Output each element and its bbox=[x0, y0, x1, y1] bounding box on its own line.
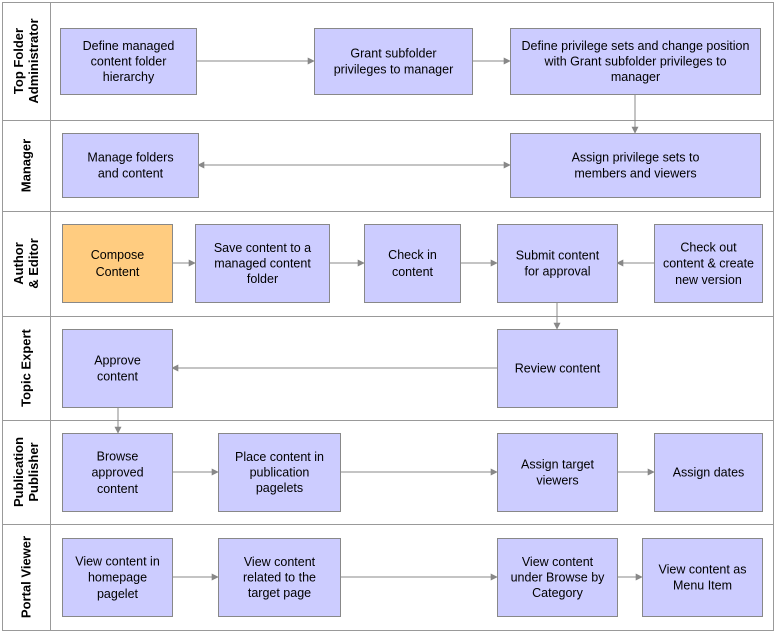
box-label-assign-privilege-sets: Assign privilege sets to bbox=[572, 151, 700, 165]
box-label-define-hierarchy: content folder bbox=[91, 55, 167, 69]
lane-label-author: Author bbox=[11, 242, 26, 285]
box-label-browse-approved: approved bbox=[91, 466, 143, 480]
box-label-assign-dates: Assign dates bbox=[673, 466, 745, 480]
box-label-view-homepage: homepage bbox=[88, 571, 147, 585]
lane-label-admin: Top Folder bbox=[11, 28, 26, 94]
lane-label-author: & Editor bbox=[26, 238, 41, 289]
box-label-compose-content: Compose bbox=[91, 248, 145, 262]
box-label-check-out: new version bbox=[675, 273, 742, 287]
box-label-define-hierarchy: Define managed bbox=[83, 39, 175, 53]
process-box-check-out: Check out content & create new version bbox=[654, 224, 763, 303]
box-label-grant-privileges: privileges to manager bbox=[334, 62, 454, 76]
box-label-view-related: target page bbox=[248, 586, 311, 600]
box-label-view-related: related to the bbox=[243, 571, 316, 585]
box-label-define-hierarchy: hierarchy bbox=[103, 70, 155, 84]
process-box-assign-dates: Assign dates bbox=[654, 433, 763, 512]
box-label-save-content: managed content bbox=[214, 257, 311, 271]
process-box-view-homepage: View content in homepage pagelet bbox=[62, 538, 173, 617]
box-label-check-out: Check out bbox=[680, 240, 737, 254]
box-label-manage-folders: and content bbox=[98, 166, 164, 180]
lane-label-publisher: Publisher bbox=[26, 442, 41, 501]
box-label-check-out: content & create bbox=[663, 257, 754, 271]
box-label-view-browse-category: View content bbox=[522, 555, 594, 569]
process-box-define-privilege-sets: Define privilege sets and change positio… bbox=[510, 28, 761, 95]
box-label-assign-privilege-sets: members and viewers bbox=[574, 166, 696, 180]
box-label-define-privilege-sets: with Grant subfolder privileges to bbox=[543, 55, 726, 69]
box-label-view-related: View content bbox=[244, 555, 316, 569]
box-label-compose-content: Content bbox=[96, 265, 140, 279]
box-label-view-homepage: View content in bbox=[75, 554, 160, 568]
lane-label-viewer: Portal Viewer bbox=[19, 536, 34, 618]
box-label-review-content: Review content bbox=[515, 362, 601, 376]
box-label-check-in: content bbox=[392, 265, 434, 279]
process-box-approve-content: Approve content bbox=[62, 329, 173, 408]
box-label-view-menu-item: View content as bbox=[658, 563, 746, 577]
box-label-save-content: folder bbox=[247, 272, 278, 286]
box-label-submit-approval: Submit content bbox=[516, 249, 600, 263]
box-label-place-content: Place content in bbox=[235, 450, 324, 464]
box-label-browse-approved: content bbox=[97, 482, 139, 496]
box-label-place-content: pagelets bbox=[256, 481, 303, 495]
box-label-assign-target-viewers: Assign target bbox=[521, 458, 594, 472]
process-box-browse-approved: Browse approved content bbox=[62, 433, 173, 512]
box-label-assign-target-viewers: viewers bbox=[536, 473, 578, 487]
box-label-grant-privileges: Grant subfolder bbox=[350, 47, 436, 61]
box-label-submit-approval: for approval bbox=[524, 264, 590, 278]
box-label-check-in: Check in bbox=[388, 248, 437, 262]
lane-label-publisher: Publication bbox=[11, 437, 26, 507]
box-label-place-content: publication bbox=[250, 466, 310, 480]
box-label-approve-content: Approve bbox=[94, 353, 141, 367]
box-label-view-homepage: pagelet bbox=[97, 587, 139, 601]
process-box-review-content: Review content bbox=[497, 329, 618, 408]
box-label-browse-approved: Browse bbox=[97, 449, 139, 463]
lane-label-expert: Topic Expert bbox=[19, 328, 34, 406]
box-label-manage-folders: Manage folders bbox=[87, 151, 173, 165]
box-label-view-browse-category: Category bbox=[532, 586, 583, 600]
lane-label-admin: Administrator bbox=[26, 18, 41, 103]
box-label-approve-content: content bbox=[97, 370, 139, 384]
box-label-define-privilege-sets: manager bbox=[611, 70, 660, 84]
box-label-save-content: Save content to a bbox=[214, 241, 311, 255]
box-label-view-browse-category: under Browse by bbox=[511, 571, 606, 585]
box-label-view-menu-item: Menu Item bbox=[673, 578, 732, 592]
lane-label-manager: Manager bbox=[19, 139, 34, 192]
process-box-check-in: Check in content bbox=[364, 224, 461, 303]
box-label-define-privilege-sets: Define privilege sets and change positio… bbox=[522, 39, 750, 53]
